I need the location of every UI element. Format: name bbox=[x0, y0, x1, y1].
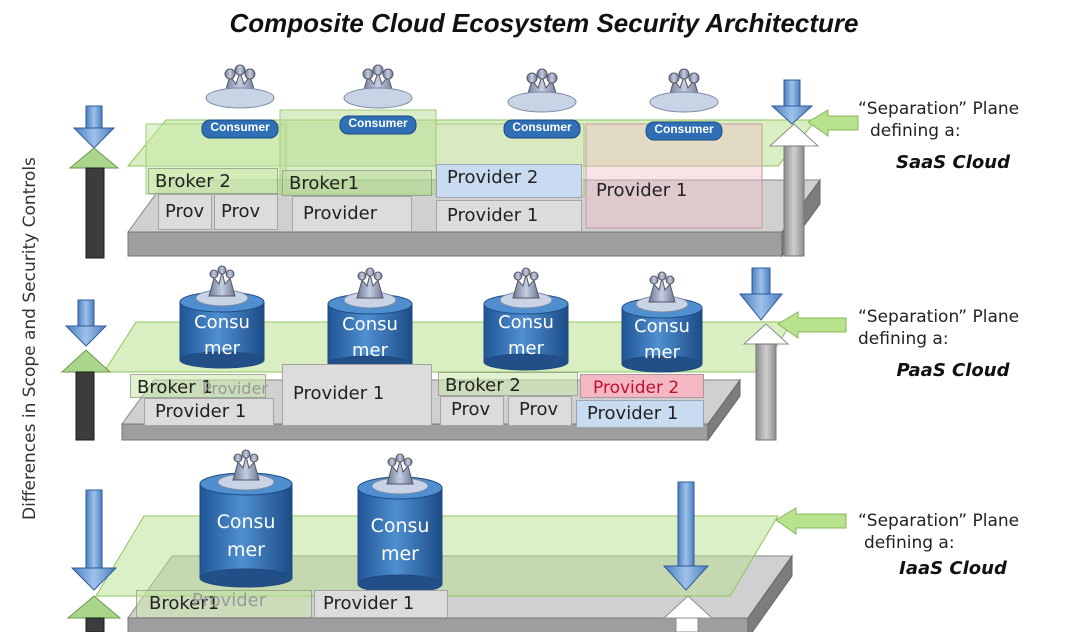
paas-cloud-name: PaaS Cloud bbox=[896, 360, 1010, 381]
paas-broker-1: Broker 1 bbox=[130, 374, 266, 398]
consumer-label: Consumer bbox=[348, 116, 408, 130]
paas-provider-1-center: Provider 1 bbox=[282, 364, 432, 426]
paas-provider-1-left: Provider 1 bbox=[144, 398, 274, 426]
saas-provider-c: Provider bbox=[292, 196, 412, 232]
left-arrows bbox=[60, 105, 122, 632]
diagram-title: Composite Cloud Ecosystem Security Archi… bbox=[229, 8, 859, 38]
saas-provider1-block bbox=[585, 123, 763, 229]
consumer-icon bbox=[339, 64, 417, 135]
paas-provider-e: Prov bbox=[508, 396, 572, 426]
saas-broker-2: Broker 2 bbox=[148, 168, 278, 194]
consumer-label: Consumer bbox=[512, 120, 572, 134]
paas-provider-2: Provider 2 bbox=[580, 374, 704, 398]
saas-provider-a: Prov bbox=[158, 194, 212, 230]
consumer-label: Consumer bbox=[210, 120, 270, 134]
consumer-cylinder bbox=[621, 271, 703, 373]
saas-provider-1: Provider 1 bbox=[596, 180, 688, 201]
consumer-icon bbox=[503, 68, 581, 139]
saas-cloud-name: SaaS Cloud bbox=[896, 152, 1010, 173]
saas-provider-1-lower: Provider 1 bbox=[436, 200, 582, 232]
paas-provider-ghost: Provider bbox=[202, 379, 268, 398]
consumer-label: Consumer bbox=[654, 122, 714, 136]
right-arrows bbox=[662, 79, 820, 632]
iaas-separation-label: “Separation” Plane defining a: IaaS Clou… bbox=[858, 510, 1088, 580]
separation-pointer-arrows bbox=[775, 109, 859, 535]
saas-consumers bbox=[201, 64, 723, 141]
consumer-icon bbox=[201, 64, 279, 139]
iaas-provider-1: Provider 1 bbox=[314, 590, 448, 618]
paas-separation-label: “Separation” Plane defining a: PaaS Clou… bbox=[858, 306, 1088, 382]
paas-consumers bbox=[179, 265, 703, 373]
consumer-cylinder bbox=[327, 267, 413, 373]
saas-broker-1: Broker1 bbox=[282, 170, 432, 196]
consumer-cylinder bbox=[357, 453, 443, 594]
consumer-cylinder bbox=[179, 265, 265, 369]
saas-separation-label: “Separation” Plane defining a: SaaS Clou… bbox=[858, 98, 1088, 174]
iaas-provider-ghost: Provider bbox=[192, 590, 267, 611]
saas-provider-2: Provider 2 bbox=[436, 164, 582, 198]
paas-broker-2: Broker 2 bbox=[438, 372, 578, 396]
consumer-cylinder bbox=[483, 267, 569, 371]
paas-provider-d: Prov bbox=[440, 396, 504, 426]
iaas-cloud-name: IaaS Cloud bbox=[899, 558, 1007, 579]
paas-provider-1-right: Provider 1 bbox=[576, 400, 704, 428]
consumer-cylinder bbox=[199, 449, 293, 588]
saas-provider-b: Prov bbox=[214, 194, 278, 230]
iaas-consumers bbox=[199, 449, 443, 594]
iaas-broker-1: Broker1 bbox=[136, 590, 312, 618]
consumer-icon bbox=[645, 68, 723, 141]
